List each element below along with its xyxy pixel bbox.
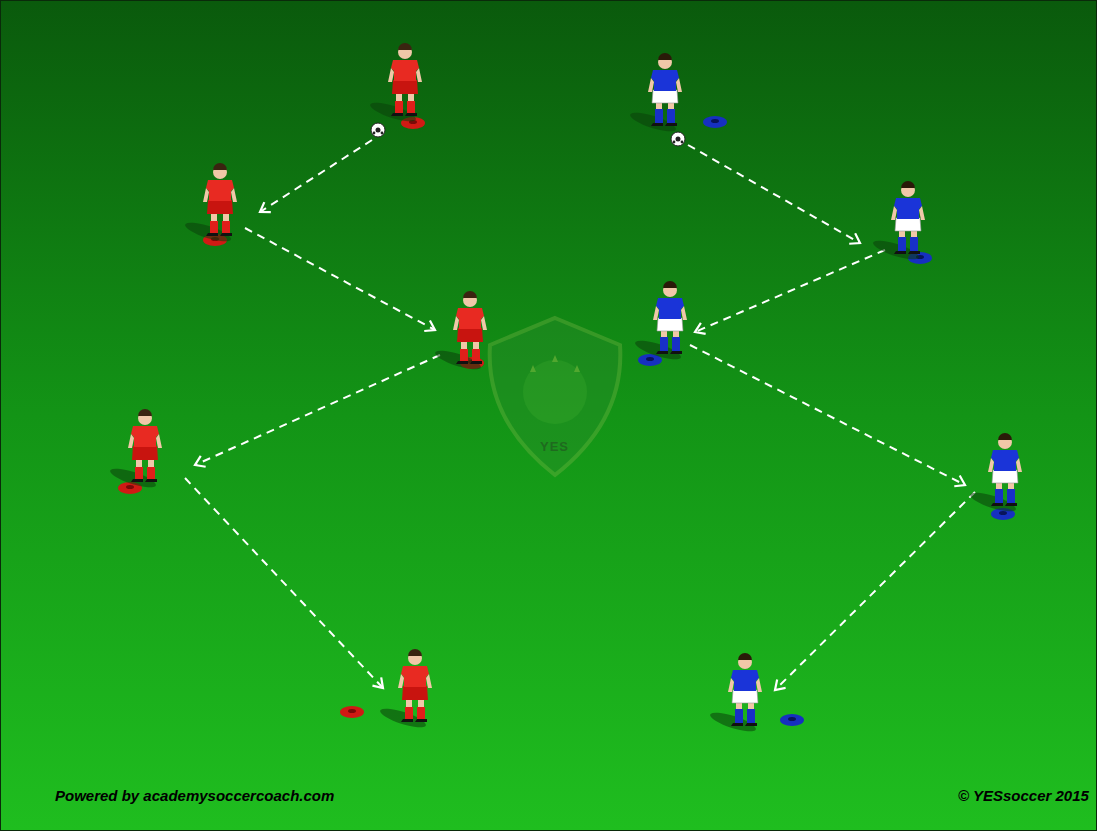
watermark-text: YES xyxy=(540,439,569,454)
footer-credit: Powered by academysoccercoach.com xyxy=(55,787,334,804)
copyright-note: © YESsoccer 2015 xyxy=(958,787,1089,804)
pass-arrows xyxy=(185,140,975,690)
watermark-logo xyxy=(490,318,621,475)
